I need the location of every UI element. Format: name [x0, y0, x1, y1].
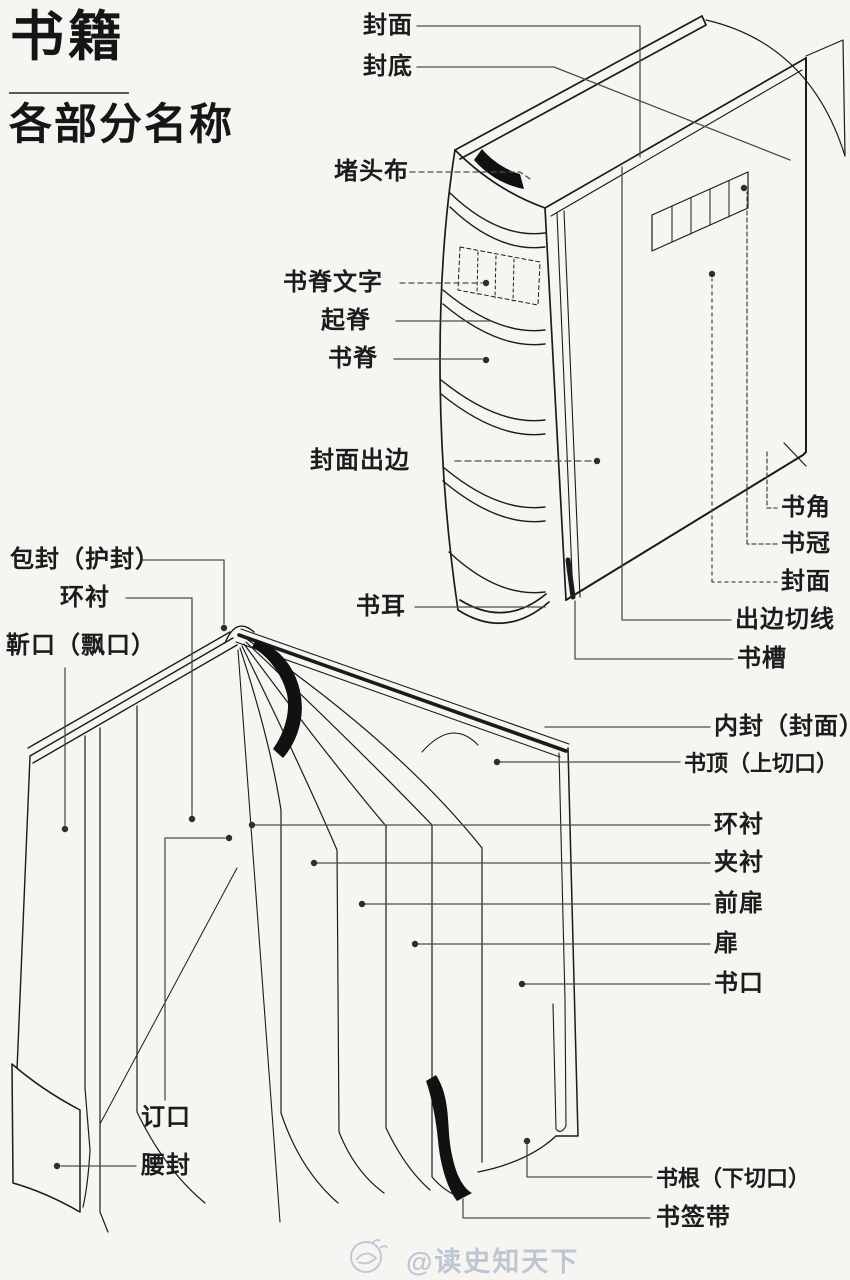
label-tail-edge: 书根（下切口） [656, 1166, 811, 1191]
label-dust-jacket: 包封（护封） [10, 546, 160, 573]
label-front-flyleaf: 前扉 [714, 890, 764, 917]
label-raised-spine: 起脊 [321, 307, 371, 334]
label-endpaper-left: 环衬 [60, 584, 110, 611]
page-title: 书籍 [10, 4, 126, 68]
belly-band-shape [11, 1063, 81, 1213]
page-subtitle: 各部分名称 [9, 101, 234, 149]
label-endpaper-right: 环衬 [714, 811, 764, 838]
label-front-cover: 封面 [781, 568, 831, 595]
label-jacket-flap: 靳口（飘口） [6, 632, 156, 659]
label-book-crown: 书冠 [781, 530, 831, 557]
leader-dots [53, 184, 748, 1170]
label-book-ear: 书耳 [356, 593, 406, 620]
label-book-groove: 书槽 [737, 645, 787, 672]
leader-lines [60, 25, 791, 1219]
label-overhang-trim-line: 出边切线 [735, 606, 835, 633]
label-headband: 堵头布 [334, 158, 409, 185]
label-bookmark-ribbon: 书签带 [656, 1204, 731, 1231]
label-belly-band: 腰封 [141, 1152, 191, 1179]
jacket-top-edge [454, 15, 703, 151]
label-head-edge: 书顶（上切口） [684, 751, 839, 776]
label-interleaf: 夹衬 [714, 849, 764, 876]
label-back-cover: 封底 [363, 53, 413, 80]
label-book-corner: 书角 [781, 494, 831, 521]
title-underline [9, 92, 129, 94]
label-fore-edge: 书口 [714, 970, 764, 997]
watermark-logo-icon [350, 1239, 388, 1273]
label-inner-cover: 内封（封面） [714, 713, 850, 740]
label-cover-overhang: 封面出边 [310, 447, 410, 474]
watermark-text: @读史知天下 [406, 1247, 580, 1277]
label-binding-edge: 订口 [141, 1104, 191, 1131]
label-flyleaf: 扉 [714, 930, 739, 957]
label-spine: 书脊 [328, 345, 378, 372]
ribbon-bottom-shape [426, 1075, 472, 1201]
label-spine-lettering: 书脊文字 [283, 269, 383, 296]
headband-shape [474, 149, 524, 189]
ribbon-top-shape [252, 640, 302, 758]
label-cover-top: 封面 [363, 12, 413, 39]
